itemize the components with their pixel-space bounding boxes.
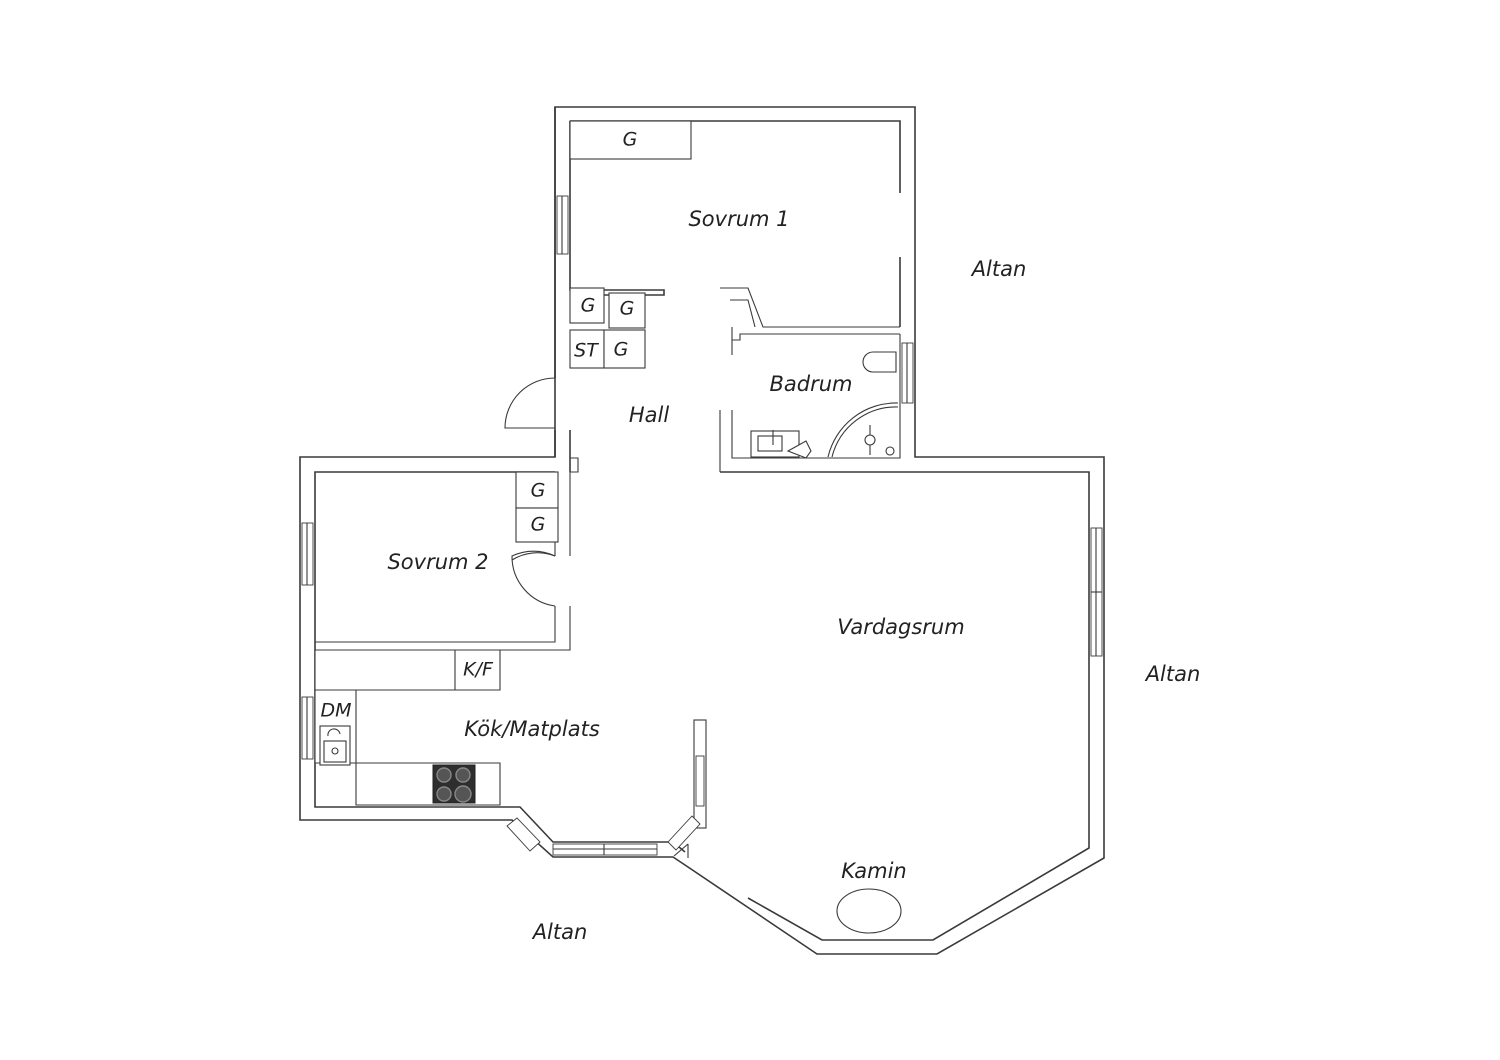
label-dishwasher: DM	[320, 700, 351, 722]
label-kamin: Kamin	[841, 859, 907, 883]
closets	[515, 120, 692, 543]
label-badrum: Badrum	[769, 372, 852, 396]
label-closet-st: ST	[574, 340, 599, 362]
label-closet-g2: G	[581, 295, 596, 317]
doors	[504, 377, 556, 607]
label-sovrum-2: Sovrum 2	[387, 550, 488, 574]
kitchen-fixtures	[319, 725, 476, 804]
fireplace	[836, 888, 902, 934]
label-vardagsrum: Vardagsrum	[837, 615, 964, 639]
label-fridge-freezer: K/F	[463, 659, 494, 681]
label-altan-ne: Altan	[970, 257, 1027, 281]
exterior-walls	[299, 106, 1105, 955]
label-closet-g6: G	[531, 514, 546, 536]
room-labels: Sovrum 1 Sovrum 2 Hall Badrum Vardagsrum…	[387, 207, 1200, 944]
label-kok-matplats: Kök/Matplats	[464, 717, 600, 741]
label-closet-g5: G	[531, 480, 546, 502]
label-altan-e: Altan	[1144, 662, 1201, 686]
label-closet-g4: G	[614, 339, 629, 361]
label-closet-g1: G	[623, 129, 638, 151]
label-closet-g3: G	[620, 298, 635, 320]
fixture-labels: G G G ST G G G K/F DM	[320, 129, 637, 722]
label-sovrum-1: Sovrum 1	[688, 207, 789, 231]
bathroom-fixtures	[750, 351, 899, 459]
windows	[301, 195, 1103, 856]
label-hall: Hall	[629, 403, 669, 427]
label-altan-s: Altan	[531, 920, 588, 944]
